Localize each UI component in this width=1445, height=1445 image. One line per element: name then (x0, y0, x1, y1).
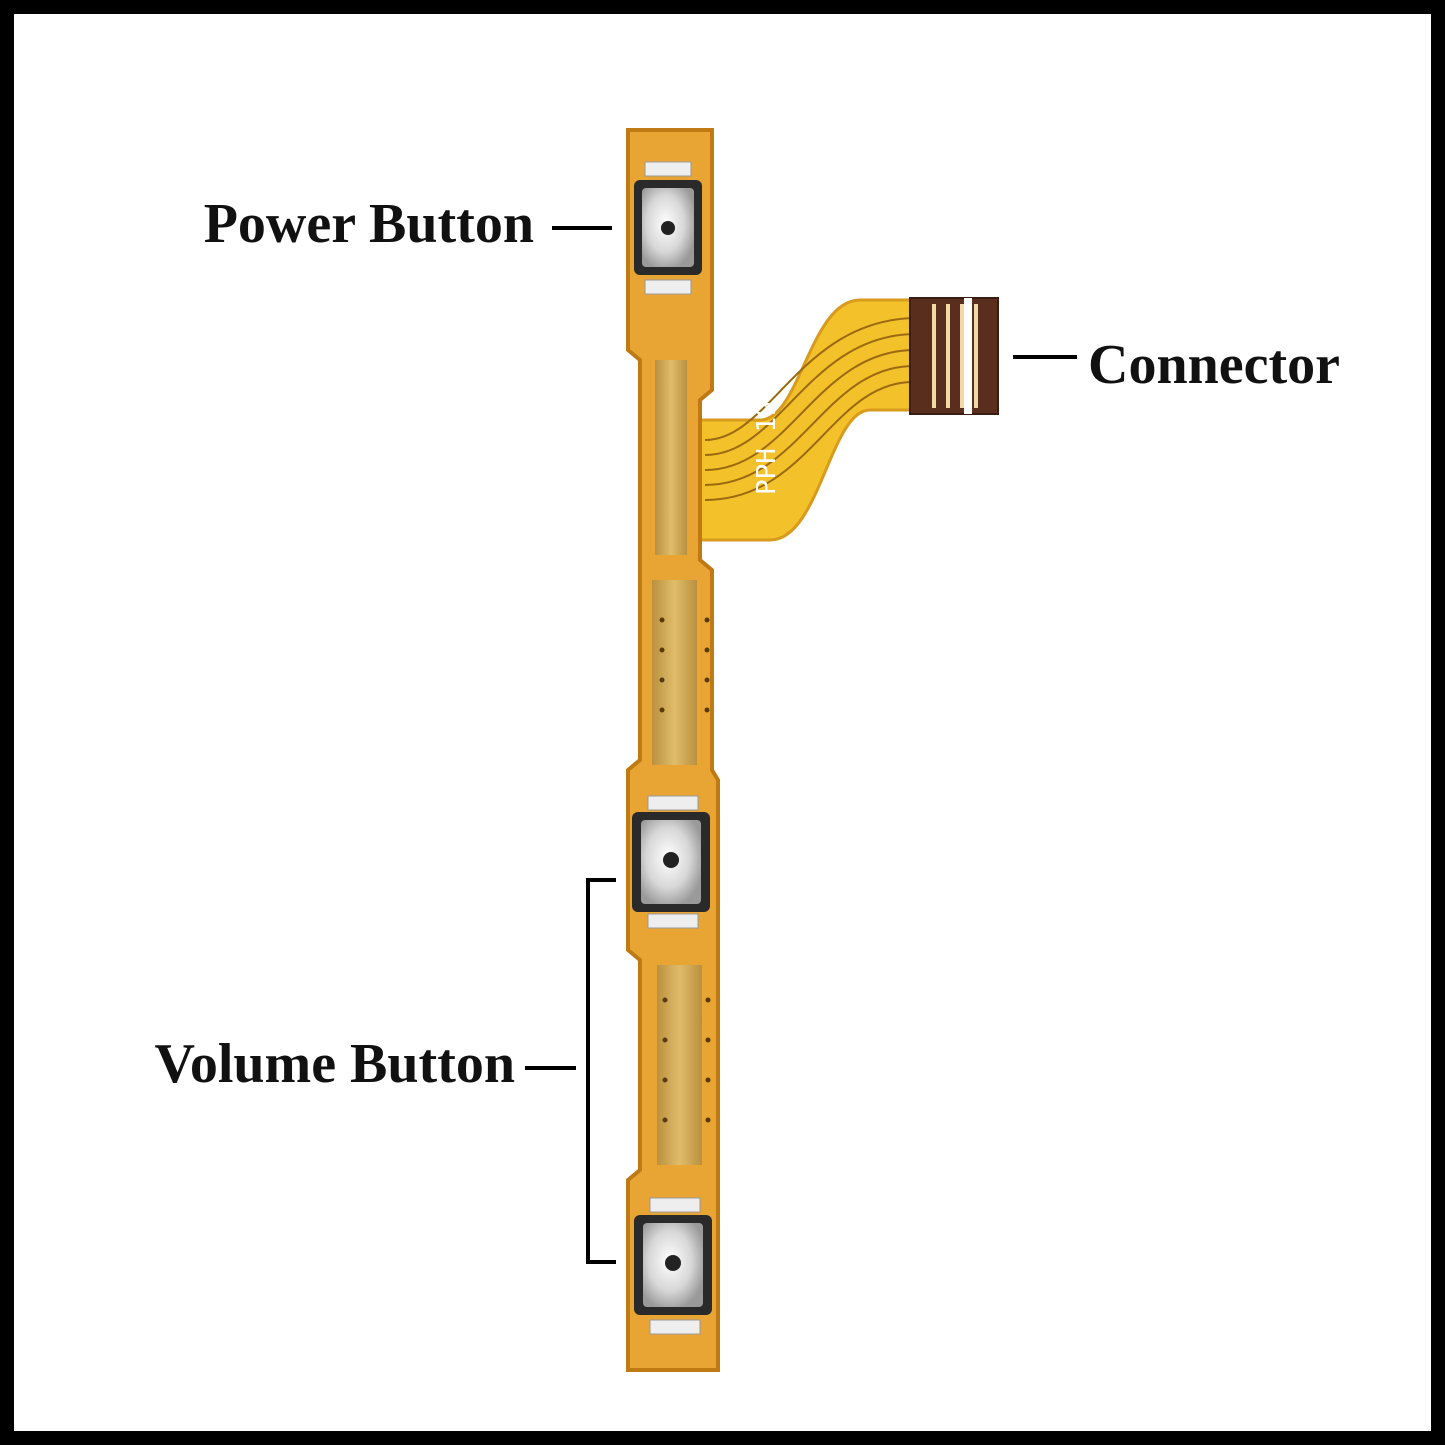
connector-icon (909, 297, 999, 415)
volume-button-label: Volume Button (154, 1033, 515, 1095)
flex-ribbon (698, 298, 922, 542)
switch-icon (632, 795, 710, 929)
power-button-label: Power Button (203, 193, 534, 255)
switch-icon (634, 161, 702, 295)
image-frame (14, 14, 1431, 1431)
switch-icon (634, 1197, 712, 1335)
pcb-marking: PPH 1945 (752, 370, 782, 495)
connector-label: Connector (1088, 334, 1340, 396)
volume-bracket (586, 878, 616, 1264)
flex-strip (626, 128, 720, 1372)
